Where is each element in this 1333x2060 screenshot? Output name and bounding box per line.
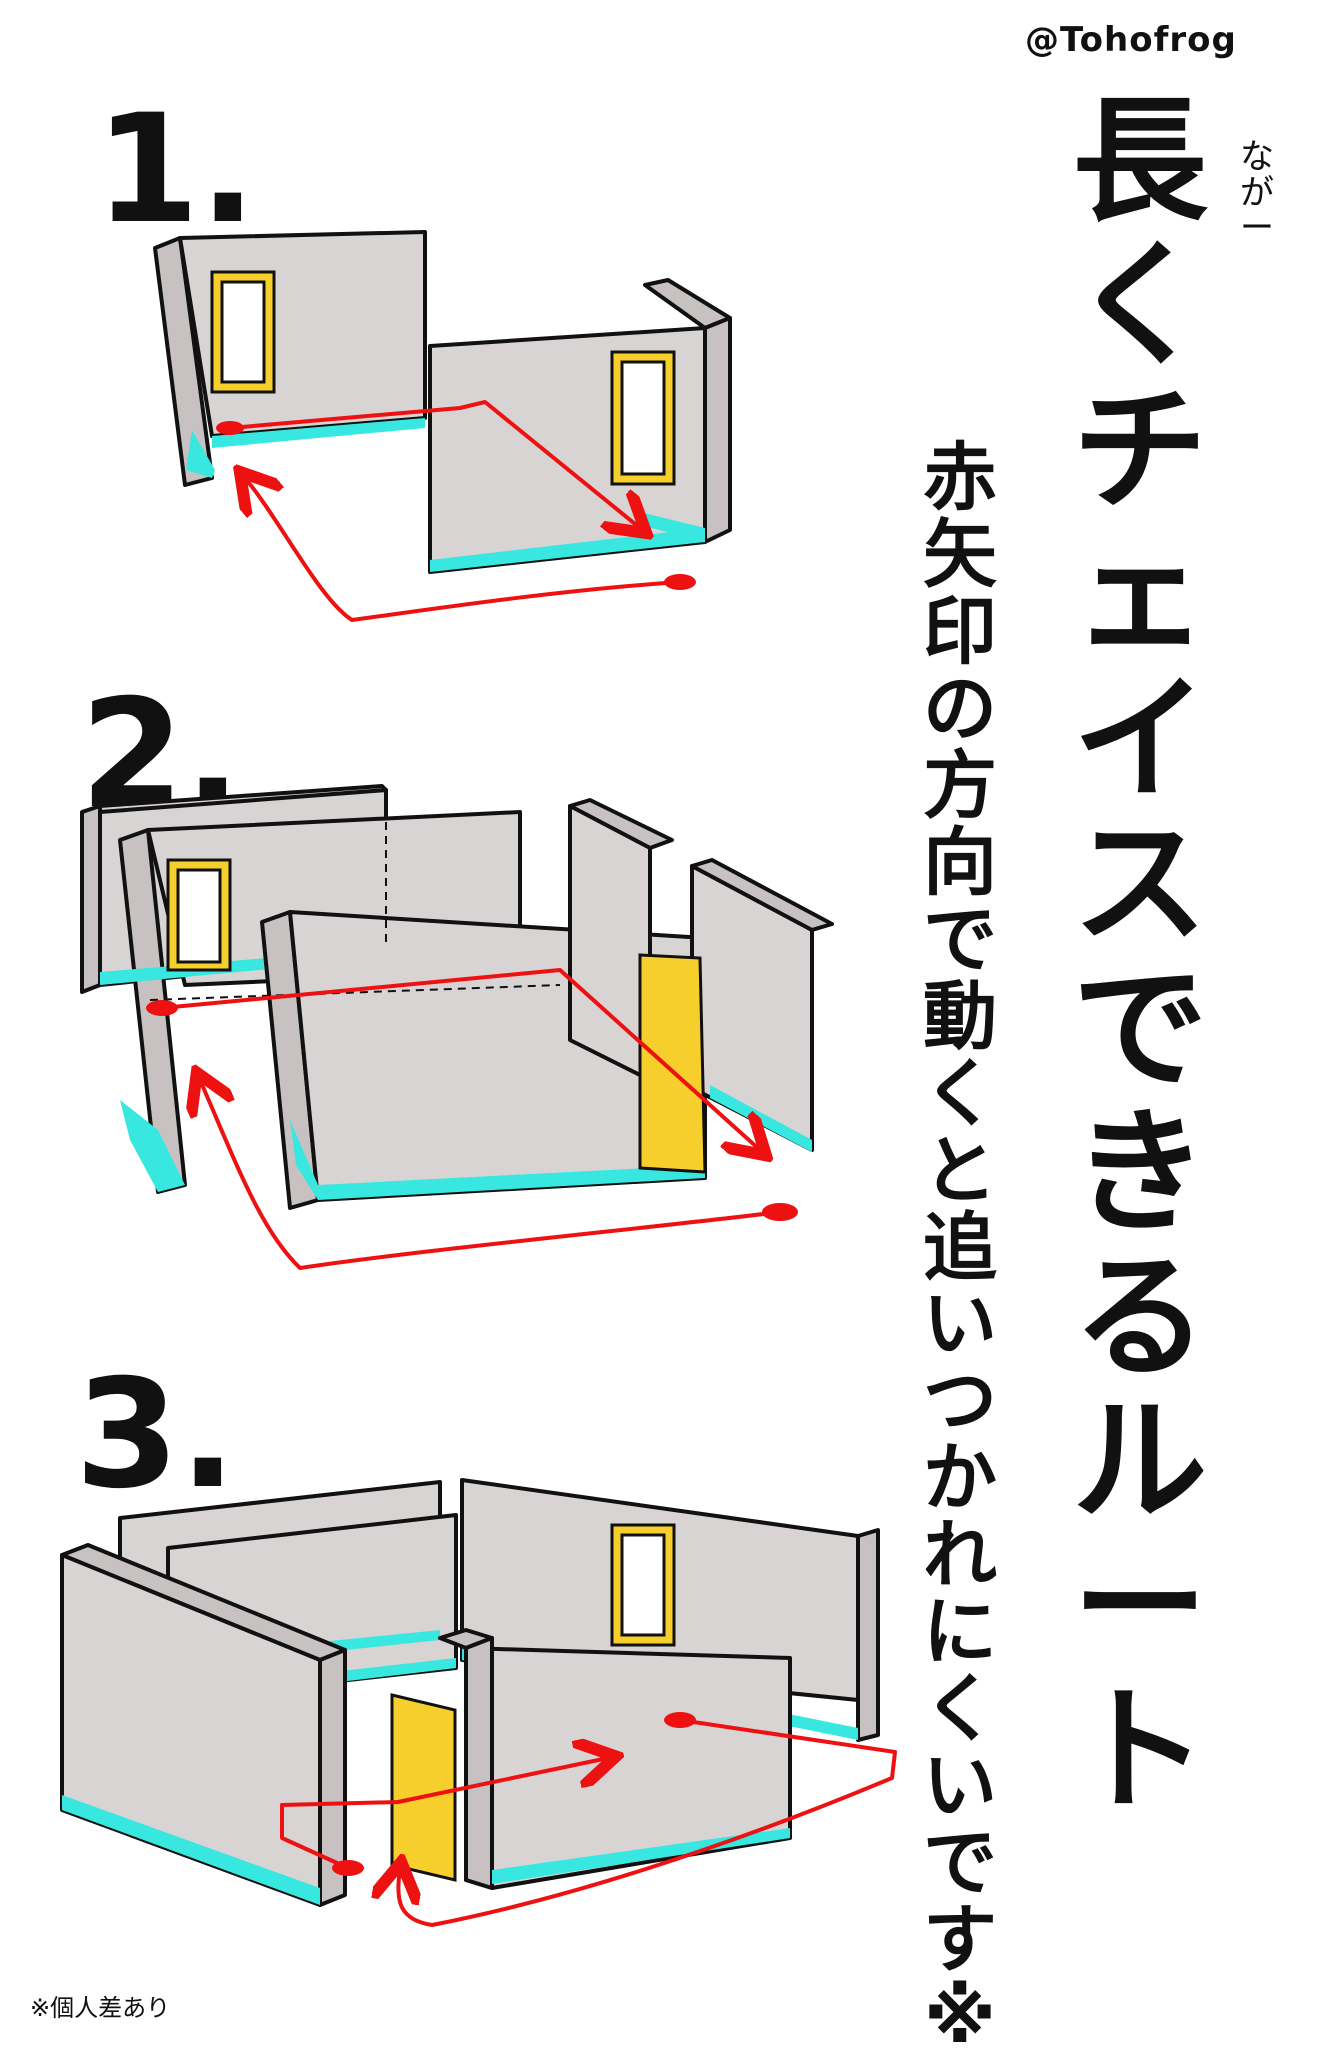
title-char: ル — [1072, 1382, 1208, 1540]
start-dot — [762, 1203, 798, 1221]
title-vertical: 長 く チ ェ イ ス で き る ル ー ト — [1060, 83, 1220, 1829]
title-char: ト — [1072, 1671, 1208, 1829]
window — [176, 868, 222, 964]
ruby-char: な — [1240, 137, 1274, 177]
floor-shade — [640, 512, 705, 542]
wall-side — [856, 1528, 880, 1742]
floor-shade — [186, 430, 215, 478]
subtitle-char: 向 — [923, 819, 997, 906]
window — [620, 360, 666, 476]
start-dot — [146, 1000, 178, 1016]
footnote: ※個人差あり — [30, 1994, 171, 2022]
wall-side — [703, 316, 732, 544]
subtitle-char: 追 — [923, 1204, 997, 1291]
title-char: チ — [1072, 371, 1208, 529]
wall-side — [464, 1636, 494, 1890]
title-char: る — [1072, 1238, 1208, 1396]
title-char: イ — [1072, 660, 1208, 818]
title-char: ス — [1072, 805, 1208, 963]
subtitle-char: 動 — [923, 973, 997, 1060]
subtitle-char: い — [923, 1743, 997, 1830]
subtitle-char: で — [923, 1820, 997, 1907]
door — [390, 1693, 457, 1882]
wall-side — [643, 278, 732, 330]
subtitle-char: 矢 — [923, 511, 997, 598]
floor-shade — [492, 1828, 790, 1884]
start-dot — [332, 1860, 364, 1876]
route-arrow — [280, 1758, 608, 1870]
title-char: く — [1072, 227, 1208, 385]
route-arrow — [200, 1080, 782, 1270]
floor-shade — [318, 1165, 705, 1200]
route-arrow — [160, 968, 760, 1150]
title-char: ェ — [1072, 516, 1208, 674]
diagram-1 — [153, 230, 732, 622]
title-char: ー — [1072, 1527, 1208, 1685]
subtitle-char: れ — [923, 1512, 997, 1599]
subtitle-char: い — [923, 1281, 997, 1368]
subtitle-char: と — [923, 1127, 997, 1214]
window — [620, 1533, 666, 1637]
wall-side — [80, 804, 102, 994]
wall-side — [690, 858, 834, 932]
subtitle-char: 赤 — [923, 435, 997, 521]
start-dot — [664, 1712, 696, 1728]
subtitle-char: に — [923, 1589, 997, 1676]
ruby-char: が — [1240, 172, 1274, 213]
route-arrow — [228, 400, 640, 528]
title-char: 長 — [1072, 83, 1208, 240]
subtitle-char: の — [923, 665, 997, 752]
floor-shade — [212, 418, 425, 448]
wall — [98, 784, 388, 814]
step-number-1: 1. — [95, 83, 257, 257]
subtitle-vertical: 赤 矢 印 の 方 向 で 動 く と 追 い つ か れ に く い で す … — [905, 440, 1015, 2056]
subtitle-char: で — [923, 896, 997, 983]
author-handle: @Tohofrog — [1025, 20, 1237, 60]
diagram-2 — [80, 784, 834, 1270]
floor-shade — [120, 1100, 185, 1192]
step-number-3: 3. — [75, 1348, 237, 1522]
subtitle-char: す — [923, 1897, 997, 1984]
subtitle-char: 印 — [923, 588, 997, 675]
window — [220, 280, 266, 384]
subtitle-char: 方 — [923, 742, 997, 829]
hidden-edge — [149, 984, 561, 1001]
start-dot — [216, 421, 244, 435]
subtitle-char: く — [923, 1666, 997, 1753]
diagram-3 — [60, 1478, 897, 1927]
route-arrow — [398, 1718, 897, 1927]
floor-shade — [62, 1795, 320, 1905]
floor-shade — [290, 1120, 318, 1200]
subtitle-char: ※ — [924, 1974, 996, 2060]
title-char: き — [1072, 1094, 1208, 1252]
subtitle-char: か — [923, 1435, 997, 1522]
subtitle-char: つ — [923, 1358, 997, 1445]
ruby-char: ー — [1240, 208, 1274, 249]
wall-side — [318, 1648, 347, 1907]
start-dot — [664, 574, 696, 590]
door — [638, 953, 707, 1174]
subtitle-char: く — [923, 1050, 997, 1137]
route-arrow — [245, 478, 682, 622]
title-ruby: な が ー — [1240, 137, 1274, 249]
title-char: で — [1072, 949, 1208, 1107]
